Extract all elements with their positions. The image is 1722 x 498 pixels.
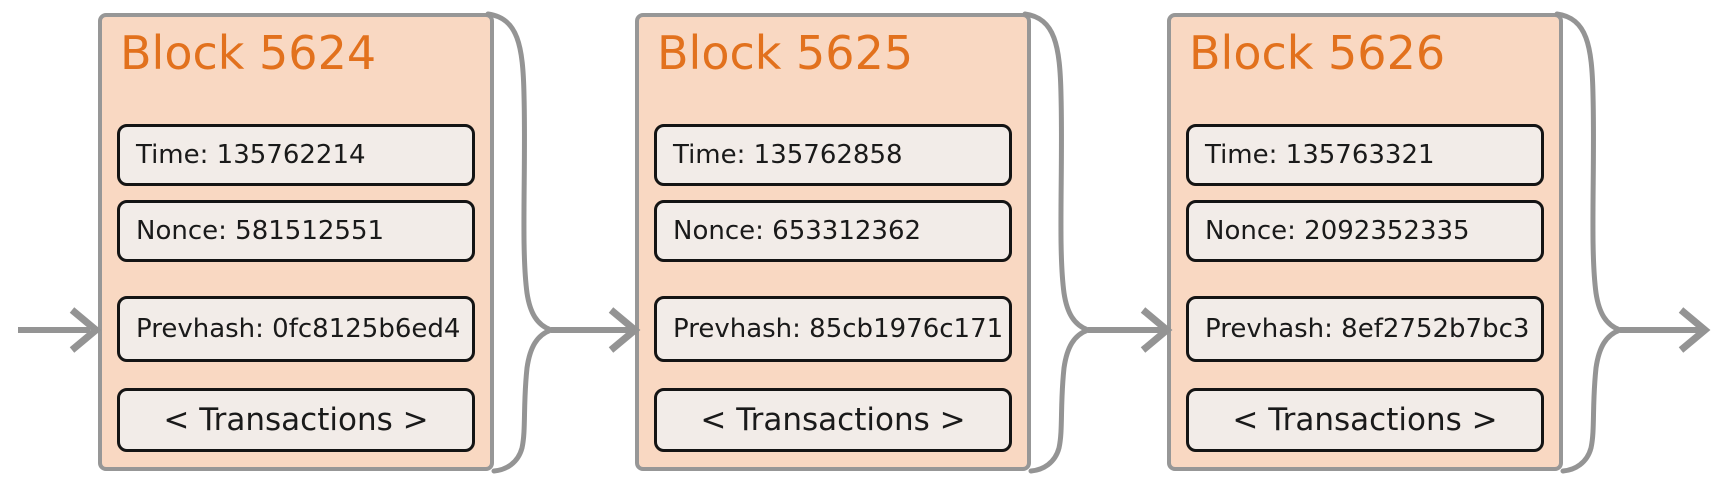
transactions-field: < Transactions > [117,388,475,452]
prevhash-field: Prevhash: 8ef2752b7bc3 [1186,296,1544,362]
block-card-5626: Block 5626 Time: 135763321 Nonce: 209235… [1167,13,1563,471]
link-arrow-head-icon-5626 [1140,307,1173,353]
hash-brace-5625 [1022,11,1096,474]
block-title: Block 5626 [1189,26,1446,80]
time-field-text: Time: 135762858 [673,140,903,170]
block-title: Block 5624 [120,26,377,80]
time-field: Time: 135762214 [117,124,475,186]
nonce-field: Nonce: 581512551 [117,200,475,262]
block-card-5625: Block 5625 Time: 135762858 Nonce: 653312… [635,13,1031,471]
hash-brace-5626 [1554,11,1628,474]
prevhash-field-text: Prevhash: 8ef2752b7bc3 [1205,314,1530,344]
nonce-field-text: Nonce: 2092352335 [1205,216,1470,246]
time-field: Time: 135762858 [654,124,1012,186]
prevhash-field: Prevhash: 85cb1976c171 [654,296,1012,362]
time-field: Time: 135763321 [1186,124,1544,186]
outgoing-arrow-head-icon [1678,307,1711,353]
time-field-text: Time: 135762214 [136,140,366,170]
prevhash-field: Prevhash: 0fc8125b6ed4 [117,296,475,362]
transactions-field: < Transactions > [1186,388,1544,452]
transactions-field-text: < Transactions > [1232,402,1498,438]
transactions-field-text: < Transactions > [163,402,429,438]
nonce-field-text: Nonce: 653312362 [673,216,922,246]
transactions-field: < Transactions > [654,388,1012,452]
time-field-text: Time: 135763321 [1205,140,1435,170]
hash-brace-5624 [485,11,559,474]
nonce-field-text: Nonce: 581512551 [136,216,385,246]
block-title: Block 5625 [657,26,914,80]
nonce-field: Nonce: 653312362 [654,200,1012,262]
transactions-field-text: < Transactions > [700,402,966,438]
incoming-arrow-head-icon [69,307,102,353]
block-card-5624: Block 5624 Time: 135762214 Nonce: 581512… [98,13,494,471]
nonce-field: Nonce: 2092352335 [1186,200,1544,262]
link-arrow-head-icon-5625 [608,307,641,353]
prevhash-field-text: Prevhash: 85cb1976c171 [673,314,1004,344]
prevhash-field-text: Prevhash: 0fc8125b6ed4 [136,314,461,344]
